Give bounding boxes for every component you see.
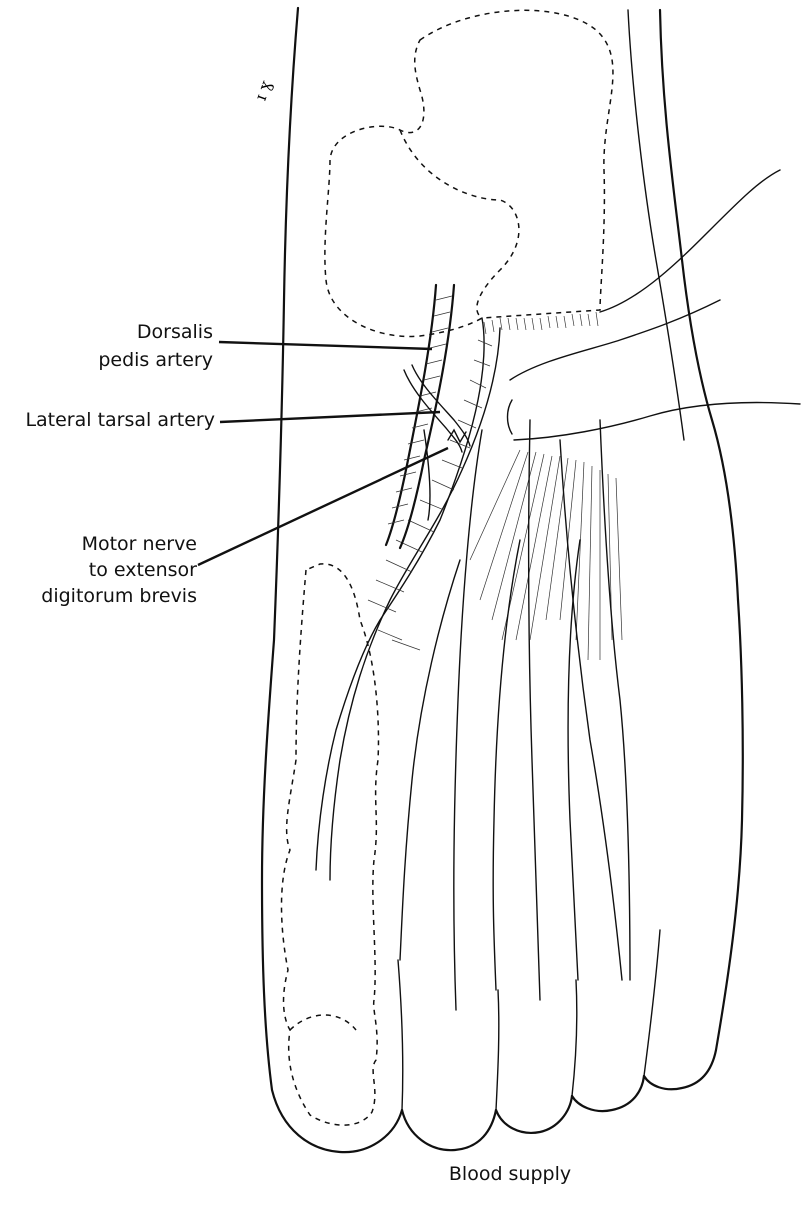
toe-gap-1 xyxy=(398,960,403,1110)
hallux-bone-outline xyxy=(282,564,379,1125)
label-dorsalis-pedis-line1: Dorsalis xyxy=(137,320,213,344)
hallux-phalanx-outline xyxy=(290,1015,356,1030)
inner-lateral-line xyxy=(628,10,684,440)
toe-gap-4 xyxy=(644,930,660,1076)
label-motor-nerve-line3: digitorum brevis xyxy=(41,584,197,608)
leader-motor-nerve xyxy=(198,448,448,565)
leader-dorsalis-pedis xyxy=(219,342,432,349)
foot-outline-lateral xyxy=(660,10,738,600)
label-dorsalis-pedis-line2: pedis artery xyxy=(98,348,213,372)
toe-gap-3 xyxy=(572,980,577,1096)
talus-bone-outline xyxy=(325,10,613,336)
leader-lateral-tarsal xyxy=(220,412,440,422)
lateral-tarsal-artery xyxy=(404,365,470,452)
label-lateral-tarsal-artery: Lateral tarsal artery xyxy=(25,408,215,432)
toe-5-outline xyxy=(644,600,743,1089)
handwritten-mark: ɪ ɣ xyxy=(251,77,276,102)
toe-3-outline xyxy=(496,1096,572,1133)
figure-caption: Blood supply xyxy=(380,1162,640,1186)
navicular-bone-outline xyxy=(400,130,519,318)
label-motor-nerve-line1: Motor nerve xyxy=(82,532,197,556)
extensor-digitorum-brevis-muscle xyxy=(316,312,622,880)
label-motor-nerve-line2: to extensor xyxy=(89,558,197,582)
toe-2-outline xyxy=(402,1110,496,1150)
extensor-tendons xyxy=(400,420,630,1010)
foot-outline-medial xyxy=(262,8,402,1152)
retractor xyxy=(508,170,801,440)
toe-4-outline xyxy=(572,1076,644,1111)
toe-gap-2 xyxy=(496,990,499,1110)
